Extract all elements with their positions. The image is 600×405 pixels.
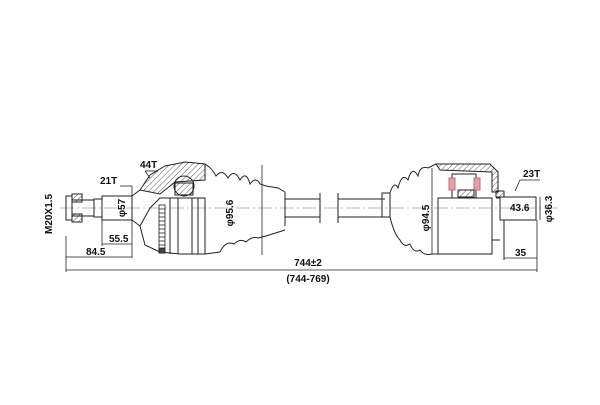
inner-stub-dia-label: φ36.3 — [544, 195, 555, 222]
outer-boot-dia-label: φ95.6 — [225, 199, 236, 226]
length-range-label: (744-769) — [286, 274, 329, 285]
inner-spline-len-label: 43.6 — [510, 203, 530, 214]
stub-len-long-label: 84.5 — [86, 247, 106, 258]
inner-boot — [381, 163, 440, 255]
outer-boot — [204, 163, 286, 255]
inner-boot-dia-label: φ94.5 — [421, 204, 432, 231]
outer-spline-teeth-label: 21T — [100, 176, 117, 187]
inner-stub-len-label: 35 — [515, 248, 527, 259]
dimension-lines — [65, 165, 541, 272]
overall-length-label: 744±2 — [294, 258, 322, 269]
inner-stub-shaft — [492, 190, 537, 260]
outer-dia-label: φ57 — [117, 198, 128, 217]
inner-cv-joint — [435, 163, 500, 255]
inner-spline-teeth-label: 23T — [523, 169, 540, 180]
axle-shaft — [285, 193, 385, 223]
thread-label: M20X1.5 — [44, 194, 55, 234]
abs-ring — [158, 204, 166, 254]
abs-ring-teeth-label: 44T — [140, 160, 157, 171]
threaded-nut — [65, 193, 95, 223]
stub-len-short-label: 55.5 — [109, 234, 129, 245]
